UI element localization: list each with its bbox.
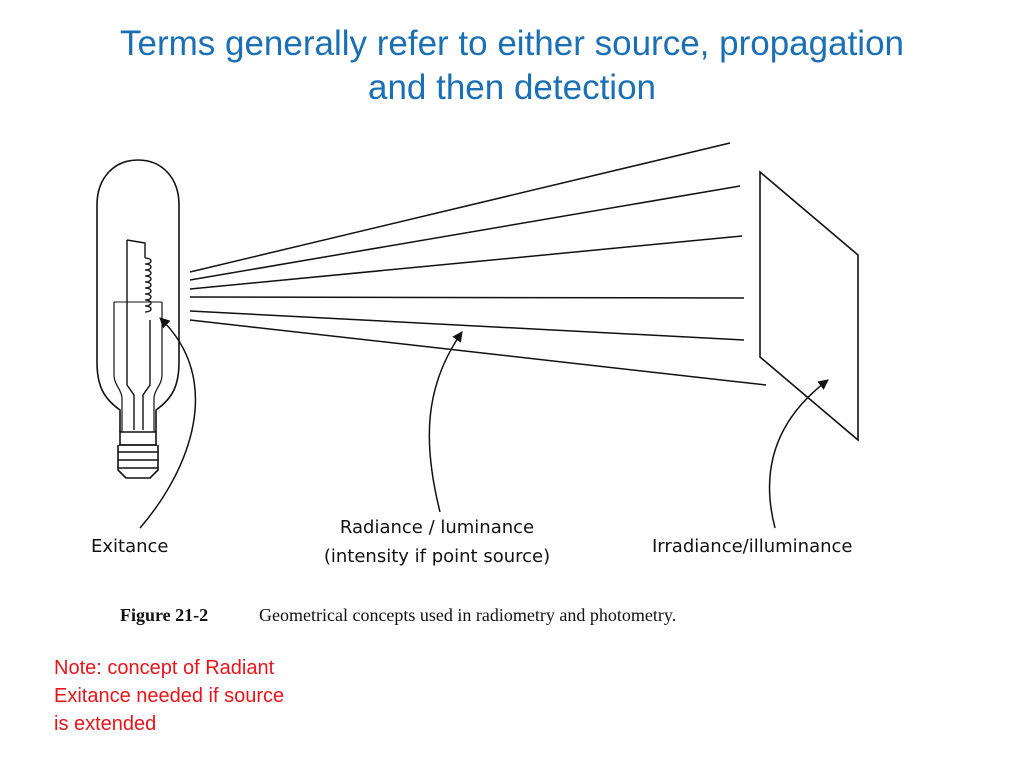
ray-1 [189,142,731,273]
note-line-3: is extended [54,713,157,735]
figure-caption: Geometrical concepts used in radiometry … [259,605,676,625]
ray-6 [189,319,767,386]
slide-title-line-2: and then detection [367,68,656,107]
note-line-2: Exitance needed if source [54,685,285,707]
radiance-arrow [428,331,463,513]
light-bulb-icon [96,159,180,479]
note-text: Note: concept of Radiant Exitance needed… [54,654,284,738]
exitance-label: Exitance [91,536,169,557]
slide-title: Terms generally refer to either source, … [0,22,1024,110]
radiance-label-line-2: (intensity if point source) [324,546,550,567]
irradiance-arrow [768,379,829,529]
figure-number: Figure 21-2 [120,605,208,625]
ray-4 [189,296,745,299]
detector-plane [759,170,859,442]
ray-2 [189,185,741,281]
ray-3 [189,235,743,290]
light-rays [189,142,767,386]
exitance-arrow [139,317,197,529]
ray-5 [189,310,745,341]
slide-title-line-1: Terms generally refer to either source, … [119,24,904,63]
irradiance-label: Irradiance/illuminance [652,536,853,557]
pointer-arrows [139,317,829,529]
note-line-1: Note: concept of Radiant [54,657,275,679]
radiance-label-line-1: Radiance / luminance [340,517,534,538]
